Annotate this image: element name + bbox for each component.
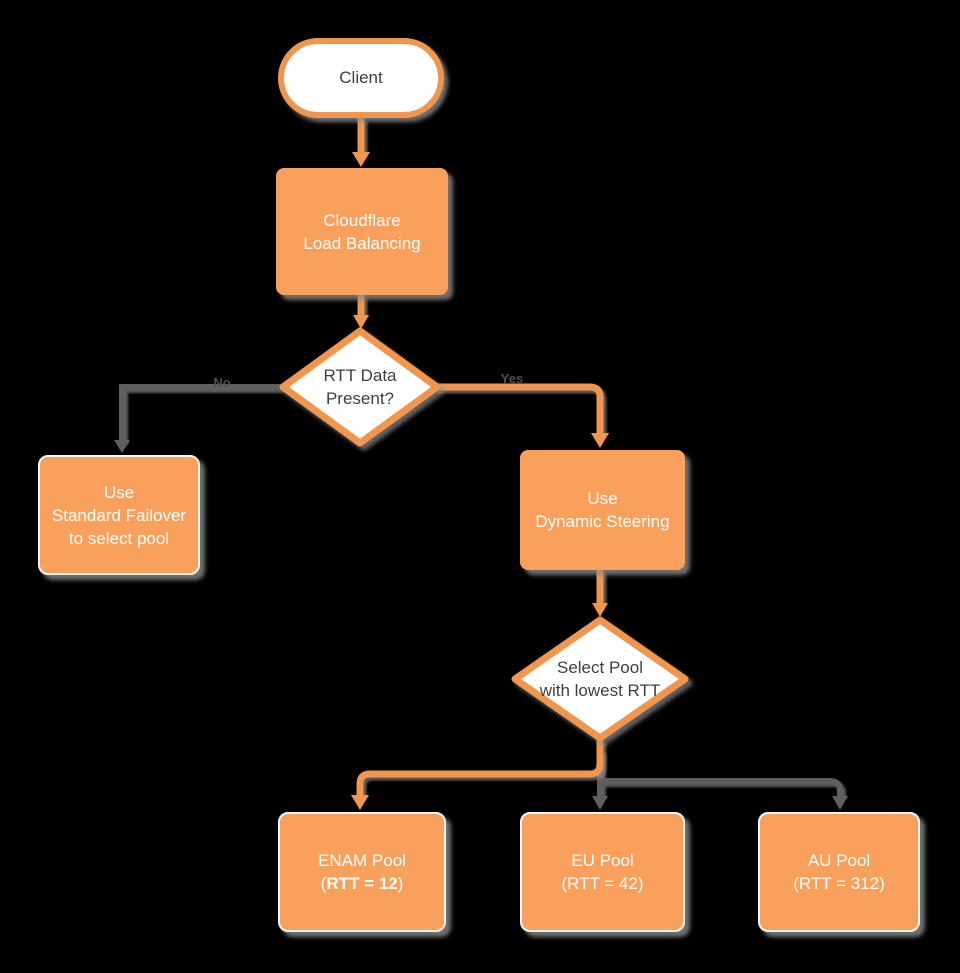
arrowhead-au bbox=[832, 796, 848, 810]
arrowhead-dynamic bbox=[591, 433, 609, 448]
standard-failover-line2: Standard Failover bbox=[51, 505, 187, 525]
select-pool-decision-text: Select Pool with lowest RTT bbox=[540, 656, 661, 702]
arrowhead-selectpool-decision bbox=[592, 603, 608, 617]
select-pool-decision-shape bbox=[511, 616, 689, 742]
arrowhead-eu bbox=[592, 796, 608, 810]
eu-pool-line2: (RTT = 42) bbox=[561, 874, 644, 893]
rtt-decision-text: RTT Data Present? bbox=[323, 364, 396, 410]
rtt-decision-line1: RTT Data bbox=[323, 366, 397, 385]
edge-label-yes: Yes bbox=[500, 371, 524, 386]
arrowhead-enam bbox=[351, 795, 369, 810]
enam-rtt-close-paren: ) bbox=[397, 874, 404, 893]
dynamic-steering-line1: Use bbox=[587, 489, 618, 508]
client-node: Client bbox=[278, 38, 444, 118]
select-pool-line1: Select Pool bbox=[556, 658, 643, 677]
enam-rtt-open-paren: ( bbox=[320, 874, 327, 893]
select-pool-decision-node: Select Pool with lowest RTT bbox=[511, 616, 689, 742]
standard-failover-line3: to select pool bbox=[68, 528, 170, 548]
enam-pool-line2: (RTT = 12) bbox=[321, 872, 404, 895]
dynamic-steering-node: Use Dynamic Steering bbox=[520, 450, 685, 570]
arrowhead-failover bbox=[114, 440, 130, 453]
edge-no-to-failover bbox=[119, 384, 285, 442]
edge-selectpool-to-au bbox=[600, 778, 843, 796]
edge-label-no: No bbox=[213, 375, 231, 390]
arrowhead-lb bbox=[352, 152, 370, 167]
au-pool-line2: (RTT = 312) bbox=[793, 874, 885, 893]
eu-pool-line1: EU Pool bbox=[571, 851, 634, 870]
enam-rtt-value: RTT = 12 bbox=[326, 874, 398, 893]
rtt-decision-node: RTT Data Present? bbox=[279, 327, 441, 447]
enam-pool-line1: ENAM Pool bbox=[318, 851, 406, 870]
eu-pool-node: EU Pool (RTT = 42) bbox=[520, 812, 685, 932]
rtt-decision-line2: Present? bbox=[325, 389, 395, 408]
select-pool-line2: with lowest RTT bbox=[539, 681, 661, 700]
edge-yes-to-dynamic bbox=[434, 383, 604, 433]
cloudflare-lb-line2: Load Balancing bbox=[303, 233, 421, 253]
standard-failover-line1: Use bbox=[103, 482, 135, 502]
dynamic-steering-line2: Dynamic Steering bbox=[535, 512, 670, 531]
cloudflare-lb-node: Cloudflare Load Balancing bbox=[276, 168, 448, 295]
rtt-decision-shape bbox=[279, 327, 441, 447]
au-pool-node: AU Pool (RTT = 312) bbox=[758, 812, 920, 932]
client-label: Client bbox=[339, 68, 383, 87]
enam-pool-node: ENAM Pool (RTT = 12) bbox=[278, 812, 446, 932]
standard-failover-node: Use Standard Failover to select pool bbox=[38, 455, 200, 575]
cloudflare-lb-line1: Cloudflare bbox=[323, 210, 401, 230]
au-pool-line1: AU Pool bbox=[807, 851, 871, 870]
edge-selectpool-to-enam bbox=[356, 740, 604, 795]
